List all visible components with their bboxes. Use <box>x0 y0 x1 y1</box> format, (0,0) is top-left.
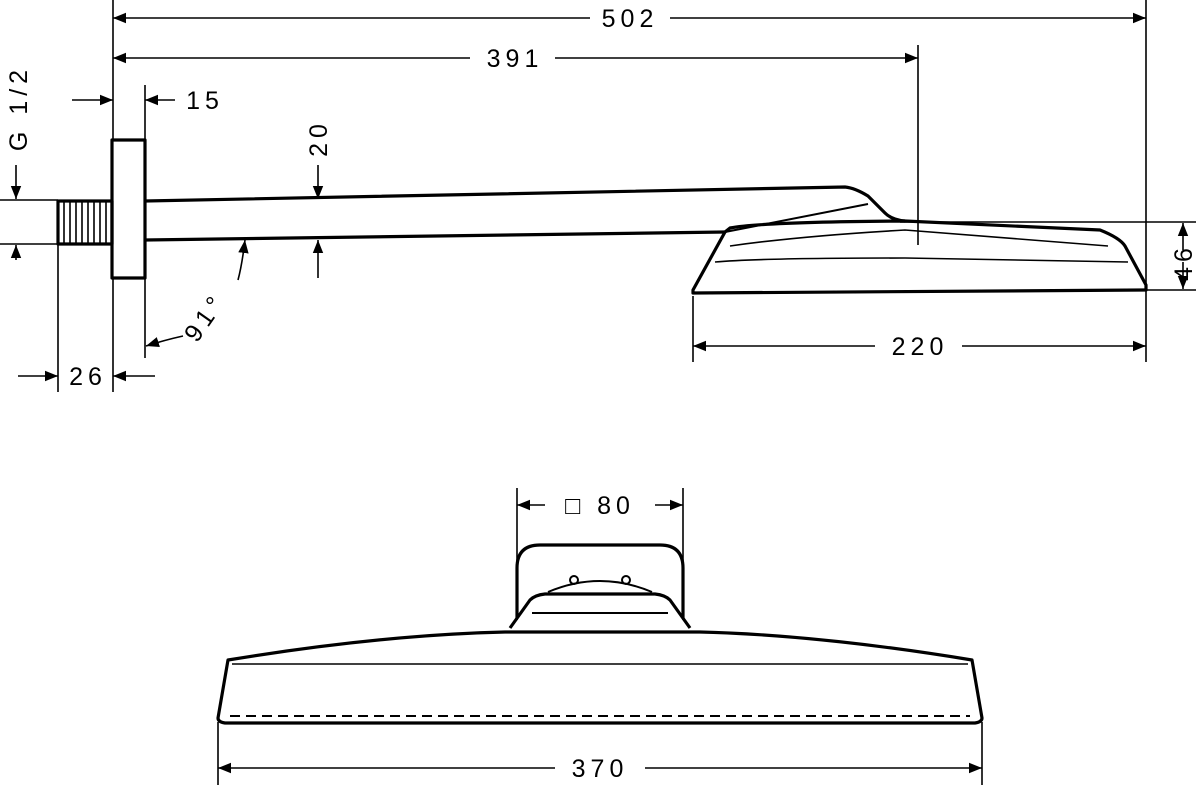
dim-label: 46 <box>1170 243 1198 281</box>
dimension-80: □ 80 <box>517 492 683 520</box>
dim-label: 15 <box>186 87 224 115</box>
dim-label: 391 <box>487 45 544 73</box>
dimension-502: 502 <box>113 5 1146 33</box>
dim-label: 26 <box>69 363 107 391</box>
dimension-220: 220 <box>693 333 1146 361</box>
dim-label: □ 80 <box>565 492 635 520</box>
front-view: □ 80 370 <box>216 488 984 785</box>
dimension-thread: G 1/2 <box>5 65 33 260</box>
dim-label: 20 <box>305 119 333 157</box>
shower-head-side <box>691 219 1148 295</box>
wall-flange <box>110 138 147 280</box>
dimension-15: 15 <box>72 87 224 115</box>
dim-label: 370 <box>572 755 629 783</box>
dim-label: 502 <box>602 5 659 33</box>
shower-head-front <box>216 630 984 725</box>
shower-arm <box>144 185 906 242</box>
dimension-26: 26 <box>18 363 155 391</box>
wall-mount-front <box>508 543 692 629</box>
dimension-370: 370 <box>218 755 982 783</box>
dimension-391: 391 <box>113 45 918 73</box>
side-view: 502 391 15 20 G 1/2 91° <box>0 0 1198 392</box>
thread-connector <box>56 199 114 246</box>
dim-label: 220 <box>892 333 949 361</box>
dim-label: 91° <box>179 288 232 347</box>
dimension-angle: 91° <box>145 239 249 347</box>
dim-label: G 1/2 <box>5 65 33 151</box>
dimension-20: 20 <box>305 119 333 278</box>
dimension-46: 46 <box>1170 223 1198 289</box>
